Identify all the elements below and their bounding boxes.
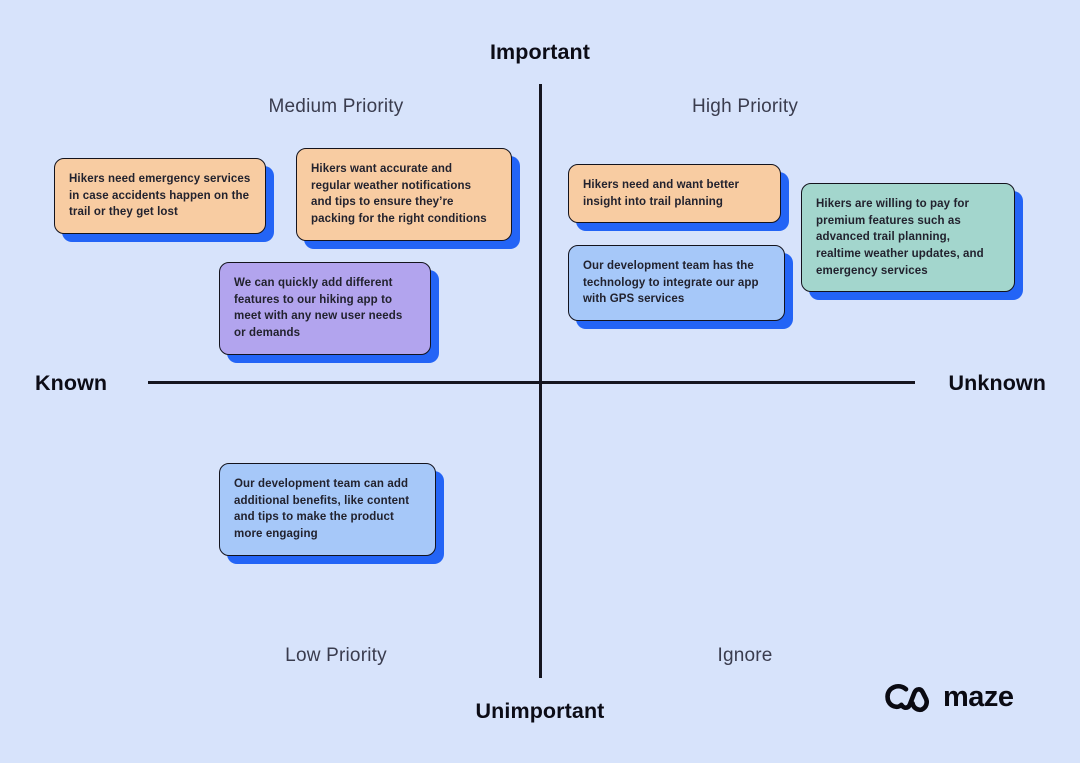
sticky-note-text: Hikers want accurate and regular weather… — [311, 163, 487, 226]
sticky-note-gps-technology[interactable]: Our development team has the technology … — [568, 245, 785, 322]
maze-wordmark: maze — [943, 681, 1014, 713]
sticky-note-quick-features[interactable]: We can quickly add different features to… — [219, 262, 431, 355]
sticky-note-text: We can quickly add different features to… — [234, 277, 403, 340]
quadrant-label-low-priority: Low Priority — [285, 645, 387, 666]
quadrant-label-high-priority: High Priority — [691, 96, 799, 117]
sticky-note-weather-notifications[interactable]: Hikers want accurate and regular weather… — [296, 148, 512, 241]
axis-title-known: Known — [35, 371, 108, 395]
sticky-note-text: Hikers are willing to pay for premium fe… — [816, 198, 984, 277]
quadrant-label-medium-priority: Medium Priority — [268, 96, 404, 117]
horizontal-axis-line — [148, 381, 915, 384]
sticky-note-text: Hikers need and want better insight into… — [583, 179, 740, 208]
sticky-note-text: Hikers need emergency services in case a… — [69, 173, 251, 219]
maze-logo-icon — [885, 684, 929, 713]
maze-logo: maze — [882, 680, 1014, 717]
sticky-note-trail-planning-insight[interactable]: Hikers need and want better insight into… — [568, 164, 781, 224]
sticky-note-additional-benefits[interactable]: Our development team can add additional … — [219, 463, 436, 556]
axis-title-unknown: Unknown — [948, 371, 1046, 395]
sticky-note-emergency-services[interactable]: Hikers need emergency services in case a… — [54, 158, 266, 235]
sticky-note-text: Our development team can add additional … — [234, 478, 410, 541]
sticky-note-premium-features[interactable]: Hikers are willing to pay for premium fe… — [801, 183, 1015, 293]
sticky-note-text: Our development team has the technology … — [583, 260, 759, 306]
axis-title-important: Important — [489, 40, 591, 64]
axis-title-unimportant: Unimportant — [475, 699, 605, 723]
quadrant-label-ignore: Ignore — [717, 645, 773, 666]
